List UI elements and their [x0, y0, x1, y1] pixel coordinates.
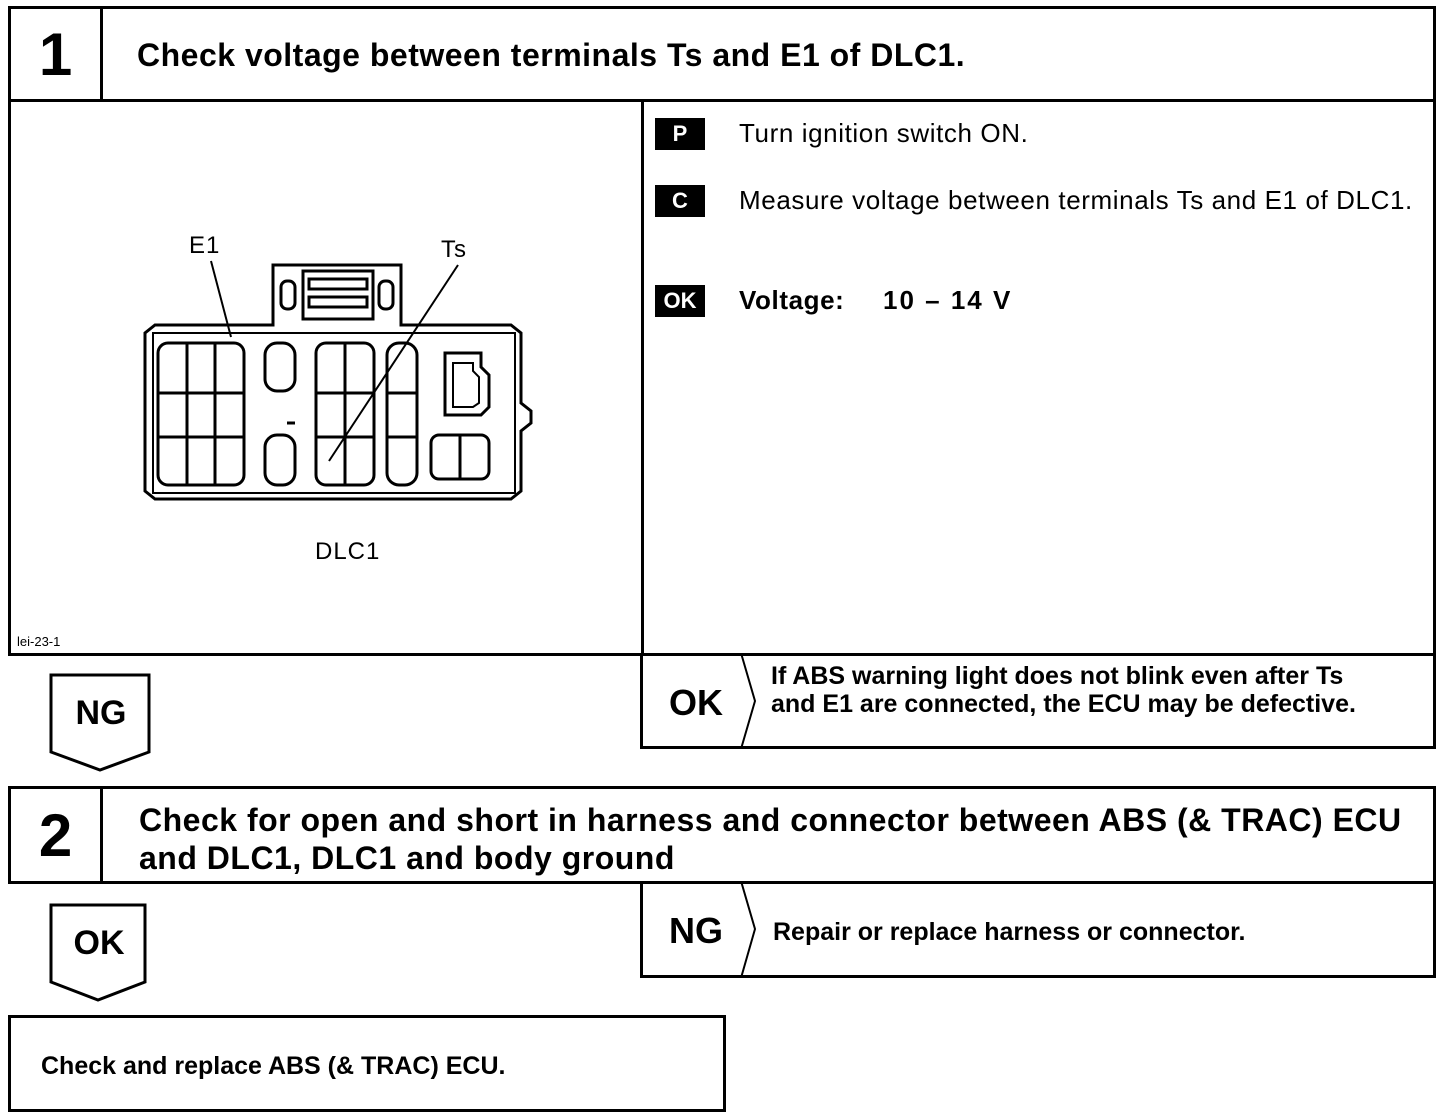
badge-ok: OK: [655, 285, 705, 317]
result-bracket-icon: [740, 653, 757, 749]
ng-result-text: Repair or replace harness or connector.: [773, 918, 1246, 946]
step1-body-divider: [641, 102, 644, 653]
step1-number: 1: [11, 9, 103, 99]
diagram-caption: DLC1: [315, 538, 381, 565]
step1-body: E1 Ts DLC1 lei-23-1 P Turn ignition swit…: [8, 99, 1436, 656]
instruction-turn-ignition: Turn ignition switch ON.: [739, 118, 1029, 148]
ng-arrow-label: NG: [75, 694, 127, 732]
ng-arrow-shape: [49, 673, 151, 772]
ng-result-label: NG: [669, 910, 723, 951]
step1-ok-result: OK If ABS warning light does not blink e…: [640, 653, 1436, 749]
label-ts: Ts: [441, 236, 467, 263]
final-action-box: Check and replace ABS (& TRAC) ECU.: [8, 1015, 726, 1112]
step1-header: 1 Check voltage between terminals Ts and…: [8, 6, 1436, 102]
voltage-label: Voltage:: [739, 285, 845, 315]
instruction-measure-voltage: Measure voltage between terminals Ts and…: [739, 185, 1413, 215]
label-e1: E1: [189, 232, 221, 259]
ok-arrow-label: OK: [73, 924, 125, 962]
badge-c: C: [655, 185, 705, 217]
ok-result-label: OK: [669, 682, 723, 723]
result-bracket-icon: [740, 881, 757, 978]
step2-header: 2 Check for open and short in harness an…: [8, 786, 1436, 884]
badge-p: P: [655, 118, 705, 150]
step2-number: 2: [11, 789, 103, 881]
ok-arrow-shape: [49, 903, 147, 1002]
step2-title: Check for open and short in harness and …: [139, 802, 1402, 876]
step1-title: Check voltage between terminals Ts and E…: [137, 37, 966, 73]
final-action-text: Check and replace ABS (& TRAC) ECU.: [41, 1052, 506, 1080]
dlc1-connector-diagram: [143, 260, 533, 501]
step2-ng-result: NG Repair or replace harness or connecto…: [640, 881, 1436, 978]
voltage-value: 10 – 14 V: [883, 285, 1013, 315]
ok-result-text: If ABS warning light does not blink even…: [771, 662, 1356, 718]
figure-id: lei-23-1: [17, 634, 61, 649]
